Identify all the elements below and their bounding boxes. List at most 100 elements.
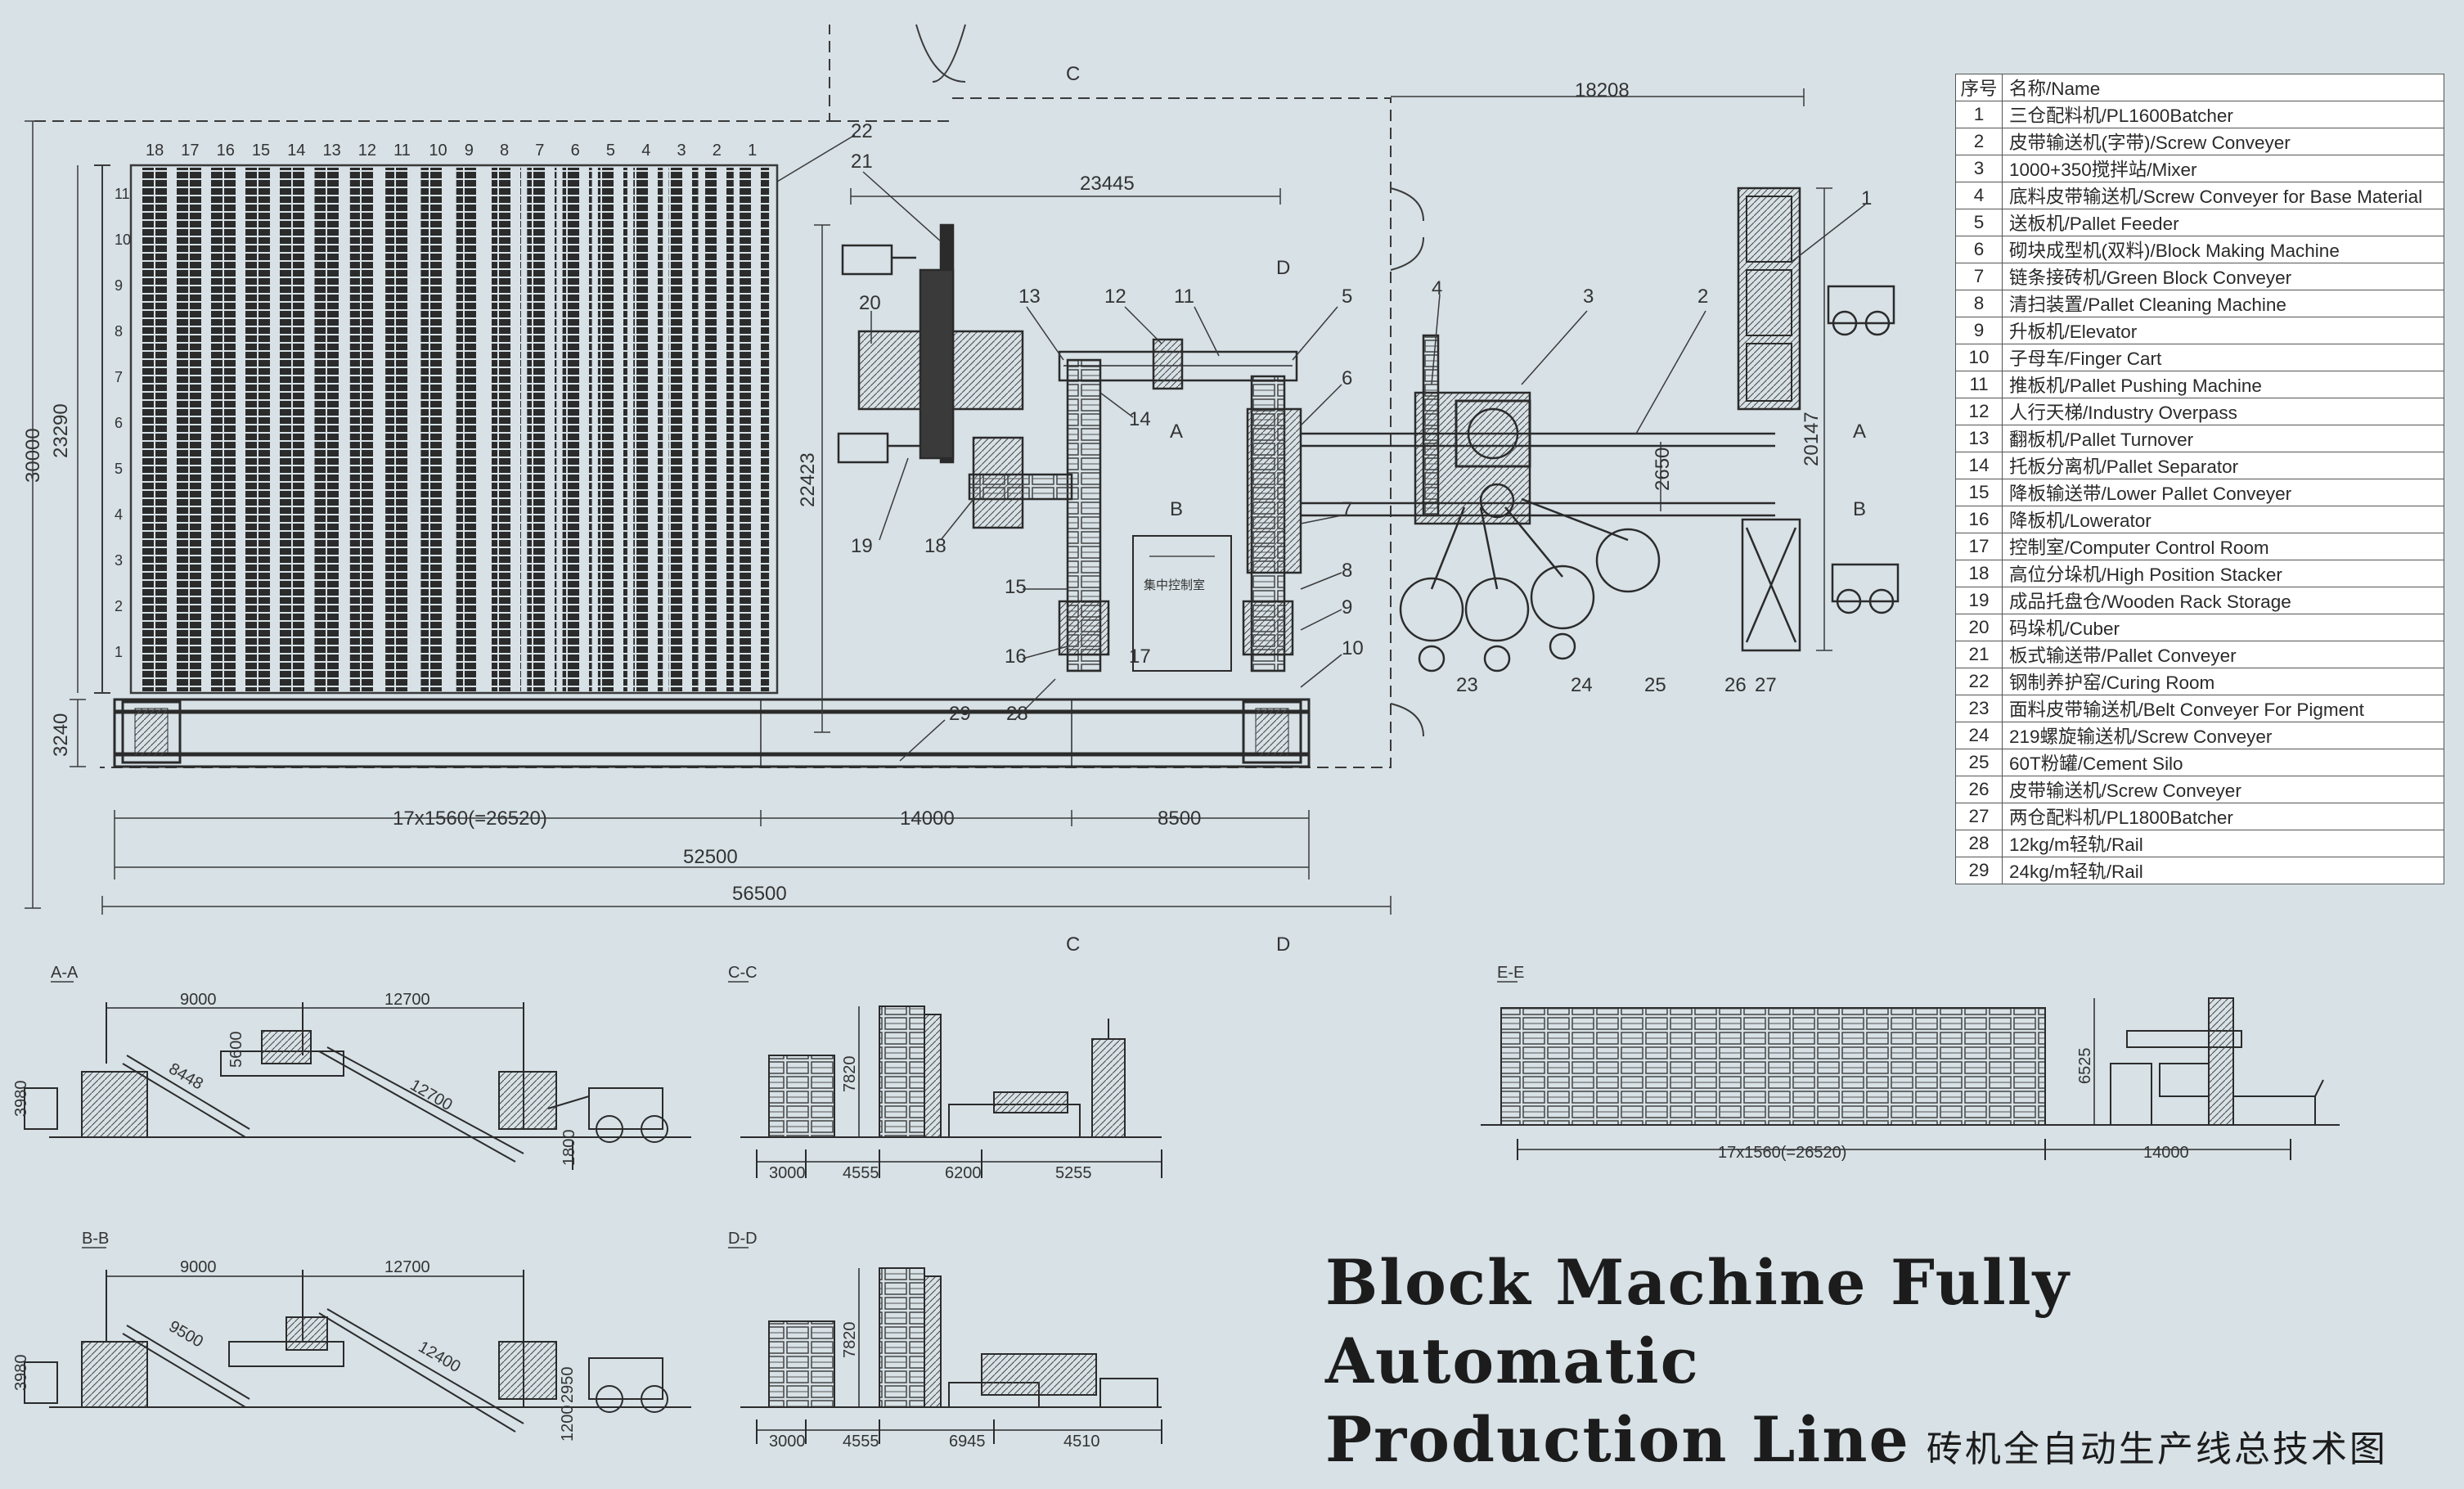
cc-dim-4555: 4555 — [843, 1164, 879, 1182]
callout-10: 10 — [1342, 637, 1364, 659]
section-aa-label: A-A — [51, 964, 79, 982]
callout-25: 25 — [1644, 674, 1666, 696]
aa-dim-8448: 8448 — [166, 1059, 207, 1093]
callout-9: 9 — [1342, 596, 1352, 619]
section-mark-b-2: B — [1170, 498, 1183, 520]
rack-row-label: 9 — [115, 277, 123, 294]
bb-dim-2950: 2950 — [559, 1367, 577, 1404]
legend-row-no: 2 — [1955, 128, 2003, 155]
dim-56500: 56500 — [732, 883, 787, 905]
legend-row-no: 12 — [1955, 398, 2003, 425]
dim-26520: 17x1560(=26520) — [393, 807, 547, 830]
legend-row-name: 面料皮带输送机/Belt Conveyer For Pigment — [2002, 695, 2444, 722]
callout-15: 15 — [1005, 576, 1027, 598]
legend-row-no: 23 — [1955, 695, 2003, 722]
title-chinese: 砖机全自动生产线总技术图 — [1926, 1428, 2388, 1470]
rack-column — [349, 168, 380, 691]
legend-row-name: 降板输送带/Lower Pallet Conveyer — [2002, 479, 2444, 506]
legend-row-no: 25 — [1955, 749, 2003, 776]
section-b-b: B-B 9000 12700 9500 12400 2950 — [12, 1230, 691, 1442]
rack-column — [173, 168, 203, 691]
callout-13: 13 — [1018, 286, 1041, 308]
callout-19: 19 — [851, 535, 873, 557]
section-mark-a-2: A — [1170, 421, 1183, 443]
legend-row-name: 送板机/Pallet Feeder — [2002, 209, 2444, 236]
legend-row-name: 三仓配料机/PL1600Batcher — [2002, 101, 2444, 128]
rack-row-label: 11 — [115, 186, 130, 202]
ee-dim-14000: 14000 — [2143, 1144, 2189, 1162]
legend-row-no: 6 — [1955, 236, 2003, 263]
rack-column — [668, 168, 699, 691]
legend-row-name: 升板机/Elevator — [2002, 317, 2444, 344]
rack-column-label: 8 — [500, 142, 509, 160]
rack-row-label: 5 — [115, 461, 123, 477]
rack-column — [456, 168, 486, 691]
section-mark-c-2: C — [1066, 933, 1080, 956]
bb-dim-12700: 12700 — [384, 1258, 430, 1276]
control-room-label: 集中控制室 — [1144, 578, 1205, 592]
rack-row-label: 1 — [115, 644, 123, 660]
rack-column-label: 7 — [535, 142, 544, 160]
rack-column — [137, 168, 167, 691]
legend-row-name: 皮带输送机/Screw Conveyer — [2002, 776, 2444, 803]
callout-4: 4 — [1432, 277, 1442, 299]
aa-dim-9000: 9000 — [180, 991, 217, 1009]
rack-column — [704, 168, 734, 691]
aa-dim-5600: 5600 — [227, 1032, 245, 1068]
legend-row-name: 链条接砖机/Green Block Conveyer — [2002, 263, 2444, 290]
legend-row-no: 8 — [1955, 290, 2003, 317]
dim-18208: 18208 — [1575, 79, 1630, 101]
legend-row-name: 皮带输送机(字带)/Screw Conveyer — [2002, 128, 2444, 155]
dd-dim-6945: 6945 — [949, 1433, 986, 1451]
rack-column-label: 6 — [571, 142, 580, 160]
section-mark-a: A — [1853, 421, 1866, 443]
bb-dim-12400: 12400 — [416, 1338, 464, 1376]
legend-row-name: 控制室/Computer Control Room — [2002, 533, 2444, 560]
callout-14: 14 — [1129, 408, 1151, 430]
title-line-1: Block Machine Fully Automatic — [1325, 1246, 2071, 1397]
legend-row-name: 翻板机/Pallet Turnover — [2002, 425, 2444, 452]
rack-column-label: 3 — [677, 142, 686, 160]
legend-row-no: 22 — [1955, 668, 2003, 695]
dim-23445: 23445 — [1080, 173, 1135, 195]
section-dd-label: D-D — [728, 1230, 758, 1248]
drawing-title: Block Machine Fully Automatic Production… — [1325, 1244, 2454, 1489]
rack-column — [279, 168, 309, 691]
section-bb-label: B-B — [82, 1230, 109, 1248]
callout-2: 2 — [1697, 286, 1708, 308]
legend-header-no: 序号 — [1955, 74, 2003, 101]
dd-dim-3000: 3000 — [769, 1433, 806, 1451]
callout-11: 11 — [1174, 286, 1194, 308]
dim-2650: 2650 — [1652, 448, 1674, 491]
legend-row-name: 砌块成型机(双料)/Block Making Machine — [2002, 236, 2444, 263]
legend-row-name: 降板机/Lowerator — [2002, 506, 2444, 533]
legend-header-name: 名称/Name — [2002, 74, 2444, 101]
legend-row-name: 推板机/Pallet Pushing Machine — [2002, 371, 2444, 398]
rack-column-label: 14 — [287, 142, 305, 160]
rack-column-label: 16 — [217, 142, 235, 160]
legend-row-no: 11 — [1955, 371, 2003, 398]
section-cc-label: C-C — [728, 964, 758, 982]
legend-row-no: 26 — [1955, 776, 2003, 803]
cc-dim-7820: 7820 — [841, 1056, 859, 1093]
curing-rack-grid — [137, 168, 770, 691]
callout-7: 7 — [1342, 498, 1352, 520]
section-ee-label: E-E — [1497, 964, 1524, 982]
legend-row-no: 15 — [1955, 479, 2003, 506]
rack-row-label: 3 — [115, 552, 123, 569]
callout-12: 12 — [1104, 286, 1126, 308]
rack-column — [633, 168, 663, 691]
cc-dim-5255: 5255 — [1055, 1164, 1092, 1182]
rack-row-label: 2 — [115, 598, 123, 614]
